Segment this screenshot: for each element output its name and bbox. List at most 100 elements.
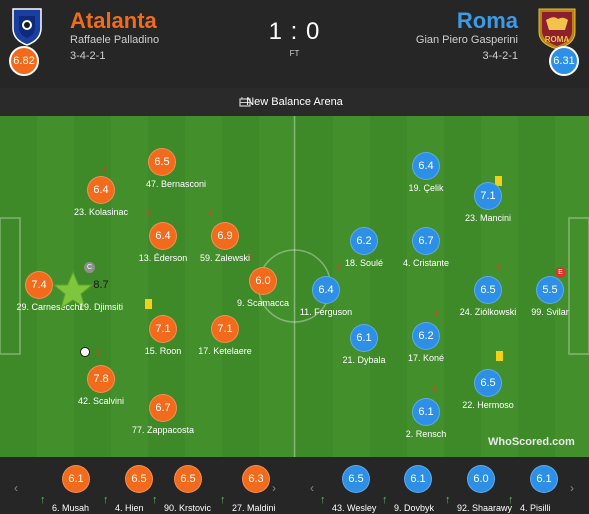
player-name: 77. Zappacosta bbox=[131, 425, 195, 435]
match-header: Atalanta Raffaele Palladino 3-4-2-1 6.82… bbox=[0, 0, 589, 88]
error-badge: E bbox=[555, 267, 566, 278]
player-rating: 6.7 bbox=[149, 394, 177, 422]
player-name: 22. Hermoso bbox=[462, 400, 514, 410]
away-player-cristante[interactable]: 6.7 4. Cristante bbox=[376, 227, 476, 279]
arrow-down-icon: ↓ bbox=[96, 346, 102, 358]
home-sub-maldini[interactable]: ↑ 6.3 27. Maldini bbox=[212, 465, 302, 514]
player-rating: 6.5 bbox=[148, 148, 176, 176]
chevron-left-icon[interactable]: ‹ bbox=[14, 481, 18, 495]
player-name: 29. Carnesecchi bbox=[16, 302, 82, 312]
player-rating: 6.0 bbox=[467, 465, 495, 493]
arrow-up-icon: ↑ bbox=[508, 494, 514, 506]
player-rating: 6.1 bbox=[62, 465, 90, 493]
arrow-down-icon: ↓ bbox=[146, 206, 152, 218]
player-name: 13. Éderson bbox=[138, 253, 188, 263]
player-name: 6. Musah bbox=[52, 503, 90, 513]
player-name: 4. Hien bbox=[115, 503, 144, 513]
away-player-hermoso[interactable]: 6.5 22. Hermoso bbox=[438, 351, 538, 421]
captain-badge: C bbox=[84, 262, 95, 273]
player-rating: 6.1 bbox=[412, 398, 440, 426]
arrow-up-icon: ↑ bbox=[40, 494, 46, 506]
player-name: 17. Ketelaere bbox=[198, 346, 252, 356]
player-name: 42. Scalvini bbox=[77, 396, 125, 406]
player-name: 18. Soulé bbox=[344, 258, 384, 268]
home-player-scalvini[interactable]: ↓ 7.8 42. Scalvini bbox=[51, 346, 151, 417]
arrow-down-icon: ↓ bbox=[102, 162, 108, 174]
away-player-ferguson[interactable]: ↓ 6.4 11. Ferguson bbox=[276, 260, 376, 328]
home-sub-hien[interactable]: ↑ 6.5 4. Hien bbox=[95, 465, 185, 514]
player-rating: 7.1 bbox=[211, 315, 239, 343]
player-name: 90. Krstovic bbox=[164, 503, 212, 513]
arrow-down-icon: ↓ bbox=[365, 213, 371, 225]
atalanta-crest[interactable] bbox=[10, 6, 44, 46]
arrow-up-icon: ↑ bbox=[220, 494, 226, 506]
player-name: 9. Scamacca bbox=[236, 298, 290, 308]
home-sub-musah[interactable]: ↑ 6.1 6. Musah bbox=[32, 465, 122, 514]
away-sub-dovbyk[interactable]: ↑ 6.1 9. Dovbyk bbox=[374, 465, 464, 514]
away-player-svilar[interactable]: E 5.5 99. Svilar bbox=[500, 267, 589, 328]
away-player-kone[interactable]: ↓ 6.2 17. Koné bbox=[376, 306, 476, 374]
player-name: 99. Svilar bbox=[531, 307, 569, 317]
home-team-name[interactable]: Atalanta bbox=[70, 8, 157, 33]
player-rating: 6.5 bbox=[474, 369, 502, 397]
away-sub-shaarawy[interactable]: ↑ 6.0 92. Shaarawy bbox=[437, 465, 527, 514]
player-name: 92. Shaarawy bbox=[457, 503, 513, 513]
arrow-down-icon: ↓ bbox=[248, 251, 254, 263]
away-team-name[interactable]: Roma bbox=[456, 8, 518, 33]
player-rating: 6.0 bbox=[249, 267, 277, 295]
player-name: 59. Zalewski bbox=[199, 253, 251, 263]
player-rating: 6.7 bbox=[412, 227, 440, 255]
home-player-djimsiti[interactable]: 8.7 C 19. Djimsiti bbox=[51, 262, 151, 323]
away-player-rensch[interactable]: ↓ 6.1 2. Rensch bbox=[376, 382, 476, 450]
chevron-left-icon[interactable]: ‹ bbox=[310, 481, 314, 495]
player-name: 15. Roon bbox=[144, 346, 182, 356]
home-player-scamacca[interactable]: ↓ 6.0 9. Scamacca bbox=[213, 251, 313, 319]
player-rating: 5.5 bbox=[536, 276, 564, 304]
home-player-bernasconi[interactable]: 6.5 47. Bernasconi bbox=[112, 148, 212, 200]
player-name: 19. Djimsiti bbox=[78, 302, 123, 312]
venue-name: New Balance Arena bbox=[246, 96, 343, 108]
arrow-up-icon: ↑ bbox=[320, 494, 326, 506]
player-name: 24. Ziólkowski bbox=[459, 307, 517, 317]
away-formation: 3-4-2-1 bbox=[482, 50, 518, 62]
home-sub-krstovic[interactable]: ↑ 6.5 90. Krstovic bbox=[144, 465, 234, 514]
stadium-icon bbox=[239, 97, 251, 107]
player-rating: 7.8 bbox=[87, 365, 115, 393]
chevron-right-icon[interactable]: › bbox=[570, 481, 574, 495]
player-rating: 6.5 bbox=[474, 276, 502, 304]
venue-bar: New Balance Arena bbox=[0, 88, 589, 116]
match-status: FT bbox=[289, 49, 300, 58]
away-player-soule[interactable]: ↓ 6.2 18. Soulé bbox=[314, 213, 414, 279]
arrow-up-icon: ↑ bbox=[382, 494, 388, 506]
player-name: 43. Wesley bbox=[332, 503, 377, 513]
player-rating: 6.5 bbox=[174, 465, 202, 493]
away-sub-pisilli[interactable]: ↑ 6.1 4. Pisilli bbox=[500, 465, 589, 514]
away-coach: Gian Piero Gasperini bbox=[415, 34, 518, 46]
away-player-mancini[interactable]: 7.1 23. Mancini bbox=[438, 176, 538, 234]
away-player-dybala[interactable]: 6.1 21. Dybala bbox=[314, 324, 414, 376]
man-of-the-match-star-icon bbox=[52, 271, 94, 310]
arrow-up-icon: ↑ bbox=[152, 494, 158, 506]
player-rating: 6.1 bbox=[350, 324, 378, 352]
chevron-right-icon[interactable]: › bbox=[272, 481, 276, 495]
home-player-carnesecchi[interactable]: 7.4 29. Carnesecchi bbox=[0, 271, 89, 323]
home-player-ketelaere[interactable]: 7.1 17. Ketelaere bbox=[175, 315, 275, 367]
player-rating: 6.4 bbox=[149, 222, 177, 250]
away-player-ziolkowski[interactable]: ↓ 6.5 24. Ziólkowski bbox=[438, 260, 538, 328]
match-score: 1 : 0 bbox=[268, 18, 321, 45]
home-player-ederson[interactable]: ↓ 6.4 13. Éderson bbox=[113, 206, 213, 274]
player-rating: 6.4 bbox=[312, 276, 340, 304]
home-player-zalewski[interactable]: ↓ 6.9 59. Zalewski bbox=[175, 206, 275, 274]
roma-crest[interactable]: ROMA bbox=[536, 6, 578, 50]
home-player-kolasinac[interactable]: ↓ 6.4 23. Kolasinac bbox=[51, 162, 151, 228]
away-player-celik[interactable]: 6.4 19. Çelik bbox=[376, 152, 476, 204]
player-name: 9. Dovbyk bbox=[394, 503, 435, 513]
arrow-down-icon: ↓ bbox=[496, 260, 502, 272]
arrow-down-icon: ↓ bbox=[336, 260, 342, 272]
home-player-zappacosta[interactable]: 6.7 77. Zappacosta bbox=[113, 394, 213, 446]
player-name: 27. Maldini bbox=[232, 503, 276, 513]
player-rating: 7.4 bbox=[25, 271, 53, 299]
home-player-roon[interactable]: 7.1 15. Roon bbox=[113, 299, 213, 367]
away-sub-wesley[interactable]: ↑ 6.5 43. Wesley bbox=[312, 465, 402, 514]
player-rating: 6.9 bbox=[211, 222, 239, 250]
